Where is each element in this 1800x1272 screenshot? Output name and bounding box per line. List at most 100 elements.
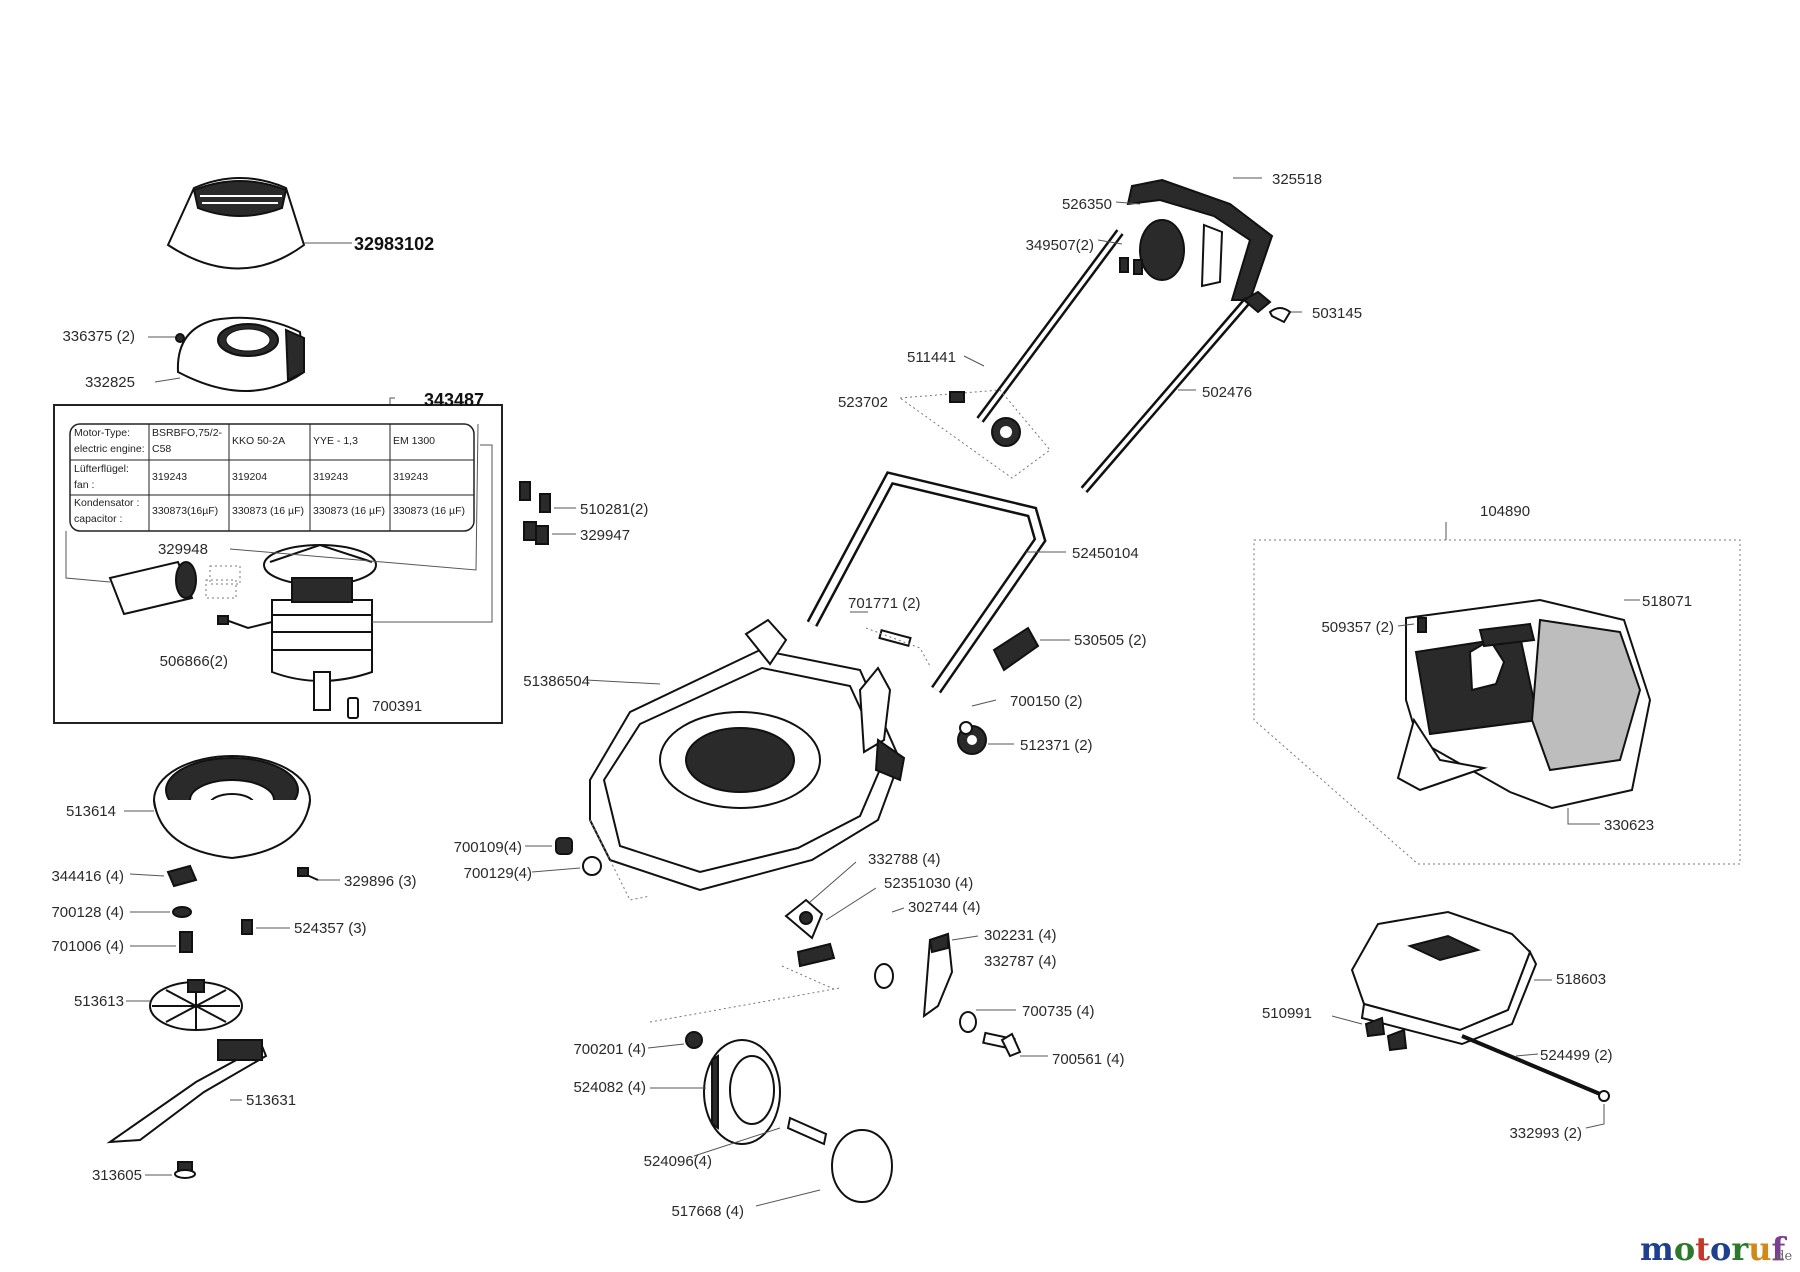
callout-343487: 343487 bbox=[424, 390, 484, 410]
table-row-header: fan : bbox=[74, 479, 94, 491]
callout-511441: 511441 bbox=[907, 349, 956, 366]
callout-302231: 302231 (4) bbox=[984, 927, 1057, 944]
table-cell: 319243 bbox=[313, 471, 348, 483]
callout-700129: 700129(4) bbox=[464, 865, 532, 882]
height-adjust-arm-part bbox=[922, 932, 979, 1019]
table-row-header: Lüfterflügel: bbox=[74, 463, 129, 475]
callout-51386504: 51386504 bbox=[523, 673, 590, 690]
motoruf-logo: motoruf .de bbox=[1640, 1230, 1792, 1268]
callout-526350: 526350 bbox=[1062, 196, 1112, 213]
callout-510281: 510281(2) bbox=[580, 501, 648, 518]
wheel-cap-part bbox=[755, 1129, 893, 1207]
handle-clamp-assembly bbox=[898, 355, 1051, 479]
callout-701771: 701771 (2) bbox=[848, 595, 921, 612]
callout-332788: 332788 (4) bbox=[868, 851, 941, 868]
callout-513614: 513614 bbox=[66, 803, 116, 820]
table-cell: 330873(16µF) bbox=[152, 505, 218, 517]
callout-332993: 332993 (2) bbox=[1509, 1125, 1582, 1142]
callout-524499: 524499 (2) bbox=[1540, 1047, 1613, 1064]
callout-509357: 509357 (2) bbox=[1321, 619, 1394, 636]
washer-part bbox=[172, 906, 192, 918]
clamp-part bbox=[992, 626, 1070, 672]
callout-700150: 700150 (2) bbox=[1010, 693, 1083, 710]
motor-hood-part bbox=[148, 316, 306, 392]
washer-part-2 bbox=[582, 856, 602, 876]
screw-part bbox=[297, 867, 340, 881]
callout-700201: 700201 (4) bbox=[573, 1041, 646, 1058]
callout-336375: 336375 (2) bbox=[62, 328, 135, 345]
callout-52351030: 52351030 (4) bbox=[884, 875, 973, 892]
callout-700391: 700391 bbox=[372, 698, 422, 715]
axle-bolt-part bbox=[982, 1031, 1048, 1058]
wheel-part bbox=[647, 987, 841, 1145]
nut-part bbox=[130, 931, 193, 953]
handle-bolt-part bbox=[850, 611, 931, 667]
callout-344416: 344416 (4) bbox=[51, 868, 124, 885]
callout-518603: 518603 bbox=[1556, 971, 1606, 988]
table-cell: 319243 bbox=[393, 471, 428, 483]
nut-part-2 bbox=[959, 1011, 977, 1033]
brush-part bbox=[205, 565, 241, 599]
svg-text:motoruf: motoruf bbox=[1640, 1230, 1787, 1268]
callout-530505: 530505 (2) bbox=[1074, 632, 1147, 649]
callout-52450104: 52450104 bbox=[1072, 545, 1139, 562]
callout-700128: 700128 (4) bbox=[51, 904, 124, 921]
fan-part bbox=[126, 979, 243, 1031]
table-row-header: Motor-Type: bbox=[74, 427, 130, 439]
callout-517668: 517668 (4) bbox=[671, 1203, 744, 1220]
table-row-header: capacitor : bbox=[74, 513, 122, 525]
blade-bolt-part bbox=[145, 1161, 196, 1179]
callout-329896: 329896 (3) bbox=[344, 873, 417, 890]
callout-32983102: 32983102 bbox=[354, 234, 434, 254]
logo-letter: o bbox=[1674, 1230, 1695, 1268]
callout-513613: 513613 bbox=[74, 993, 124, 1010]
callout-332825: 332825 bbox=[85, 374, 135, 391]
flap-rod-part bbox=[1461, 1034, 1610, 1129]
blade-part bbox=[106, 1039, 268, 1144]
flap-spring-part bbox=[1331, 1015, 1408, 1052]
motor-spec-table: Motor-Type:electric engine:BSRBFO,75/2-C… bbox=[69, 423, 475, 532]
wheel-axle-part bbox=[693, 1116, 828, 1157]
table-cell: 330873 (16 µF) bbox=[313, 505, 385, 517]
mower-deck-part bbox=[585, 618, 906, 901]
logo-letter: f bbox=[1771, 1230, 1787, 1268]
electric-motor-part bbox=[217, 423, 493, 711]
motor-assembly-frame bbox=[53, 404, 503, 724]
callout-313605: 313605 bbox=[92, 1167, 142, 1184]
callout-349507: 349507(2) bbox=[1026, 237, 1094, 254]
motor-housing-part bbox=[124, 755, 311, 860]
table-cell: 330873 (16 µF) bbox=[232, 505, 304, 517]
callout-502476: 502476 bbox=[1202, 384, 1252, 401]
callout-510991: 510991 bbox=[1262, 1005, 1312, 1022]
callout-701006: 701006 (4) bbox=[51, 938, 124, 955]
callout-518071: 518071 bbox=[1642, 593, 1692, 610]
callout-700561: 700561 (4) bbox=[1052, 1051, 1125, 1068]
callout-302744: 302744 (4) bbox=[908, 899, 981, 916]
logo-letter: m bbox=[1640, 1230, 1674, 1268]
callout-506866: 506866(2) bbox=[160, 653, 228, 670]
height-adjust-lever-part bbox=[781, 861, 877, 991]
callout-329947: 329947 bbox=[580, 527, 630, 544]
table-cell: BSRBFO,75/2- bbox=[152, 427, 223, 439]
callout-325518: 325518 bbox=[1272, 171, 1322, 188]
spacer-part bbox=[874, 963, 894, 989]
callout-524357: 524357 (3) bbox=[294, 920, 367, 937]
logo-letter: o bbox=[1710, 1230, 1731, 1268]
table-cell: 330873 (16 µF) bbox=[393, 505, 465, 517]
discharge-flap-part bbox=[1350, 910, 1552, 1046]
callout-523702: 523702 bbox=[838, 394, 888, 411]
callout-524096: 524096(4) bbox=[644, 1153, 712, 1170]
logo-letter: r bbox=[1731, 1230, 1749, 1268]
knob-part bbox=[957, 699, 1014, 755]
lower-handle-part bbox=[806, 471, 1066, 694]
logo-letter: u bbox=[1748, 1230, 1771, 1268]
grass-cover-part bbox=[166, 177, 352, 270]
callout-104890: 104890 bbox=[1480, 503, 1530, 520]
upper-handle-part bbox=[976, 177, 1302, 493]
table-cell: 319243 bbox=[152, 471, 187, 483]
key-part bbox=[347, 697, 359, 719]
table-cell: C58 bbox=[152, 443, 171, 455]
grass-box-assembly bbox=[1253, 522, 1741, 865]
table-cell: YYE - 1,3 bbox=[313, 435, 358, 447]
screw-part-2 bbox=[241, 919, 290, 935]
